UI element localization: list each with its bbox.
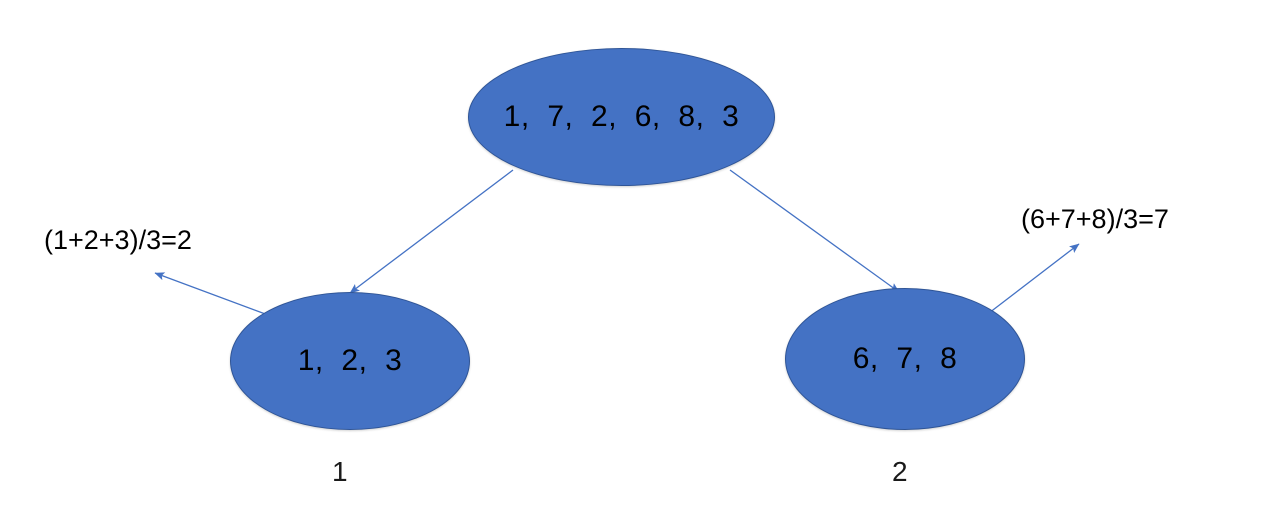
edge-root-to-left	[349, 169, 514, 294]
tree-node-right-child[interactable]: 6, 7, 8	[785, 288, 1025, 430]
annotation-arrow-right	[988, 243, 1080, 314]
index-label-right-child: 2	[892, 456, 908, 487]
annotation-right-mean-formula: (6+7+8)/3=7	[1021, 204, 1169, 234]
annotation-arrow-left	[154, 272, 269, 316]
index-label-left-child: 1	[332, 456, 348, 487]
annotation-left-mean-formula: (1+2+3)/3=2	[44, 225, 192, 255]
edge-root-to-right	[729, 169, 900, 293]
tree-node-left-child-label: 1, 2, 3	[297, 344, 403, 377]
tree-node-root[interactable]: 1, 7, 2, 6, 8, 3	[468, 48, 775, 186]
tree-node-root-label: 1, 7, 2, 6, 8, 3	[503, 100, 740, 133]
tree-node-right-child-label: 6, 7, 8	[852, 342, 958, 375]
tree-node-left-child[interactable]: 1, 2, 3	[230, 292, 470, 430]
